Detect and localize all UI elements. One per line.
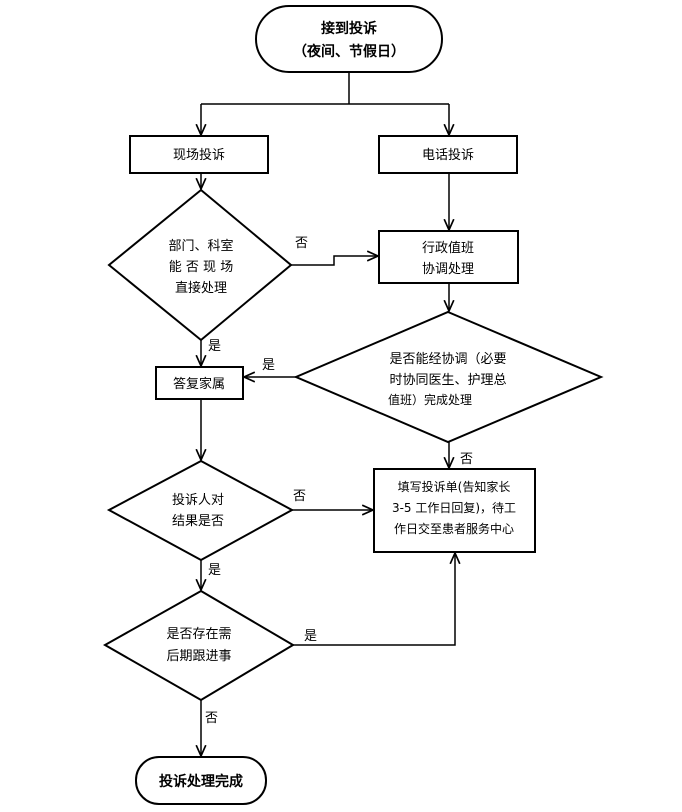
arrow-followup-yes-to-form [293,553,455,646]
phone-complaint-label: 电话投诉 [422,147,474,163]
edge-label-dept-yes: 是 [208,339,221,354]
dept-decision-line3: 直接处理 [175,280,227,296]
dept-decision-line1: 部门、科室 [168,238,233,254]
end-node-label: 投诉处理完成 [159,773,243,790]
reply-family-label: 答复家属 [173,376,225,392]
edge-label-coordination-no: 否 [460,452,473,467]
start-node-line1: 接到投诉 [321,20,377,37]
coordination-decision: 是否能经协调（必要 时协同医生、护理总 值班）完成处理 [293,310,604,444]
edge-label-followup-yes: 是 [304,629,317,644]
followup-decision: 是否存在需 后期跟进事 [102,589,295,702]
edge-label-coordination-yes: 是 [262,358,275,373]
start-node-line2: （夜间、节假日） [293,43,405,60]
onsite-complaint-box: 现场投诉 [129,135,269,174]
fill-form-box: 填写投诉单(告知家长 3-5 工作日回复)，待工 作日交至患者服务中心 [373,468,536,553]
onsite-complaint-label: 现场投诉 [173,147,225,163]
edge-label-satisfaction-yes: 是 [208,563,221,578]
reply-family-box: 答复家属 [155,366,244,400]
followup-line2: 后期跟进事 [166,649,231,664]
coordination-line1: 是否能经协调（必要 [389,352,506,367]
admin-duty-line2: 协调处理 [422,262,474,277]
start-node: 接到投诉 （夜间、节假日） [255,5,443,73]
admin-duty-box: 行政值班 协调处理 [378,230,519,284]
admin-duty-line1: 行政值班 [422,240,474,256]
edge-label-dept-no: 否 [295,236,308,251]
phone-complaint-box: 电话投诉 [378,135,518,174]
coordination-line2: 时协同医生、护理总 [389,373,506,388]
dept-decision-line2: 能 否 现 场 [169,260,233,275]
satisfaction-decision: 投诉人对 结果是否 [106,459,295,562]
fill-form-line2: 3-5 工作日回复)，待工 [392,501,516,515]
edge-label-followup-no: 否 [205,711,218,726]
coordination-line3: 值班）完成处理 [388,392,472,407]
satisfaction-line1: 投诉人对 [172,492,224,508]
dept-decision: 部门、科室 能 否 现 场 直接处理 [107,188,293,342]
satisfaction-line2: 结果是否 [172,514,224,529]
arrow-dept-no-to-admin [291,256,378,266]
edge-label-satisfaction-no: 否 [293,489,306,504]
end-node: 投诉处理完成 [135,756,267,805]
fill-form-line1: 填写投诉单(告知家长 [398,479,511,494]
fill-form-line3: 作日交至患者服务中心 [394,521,514,536]
followup-line1: 是否存在需 [166,627,231,642]
